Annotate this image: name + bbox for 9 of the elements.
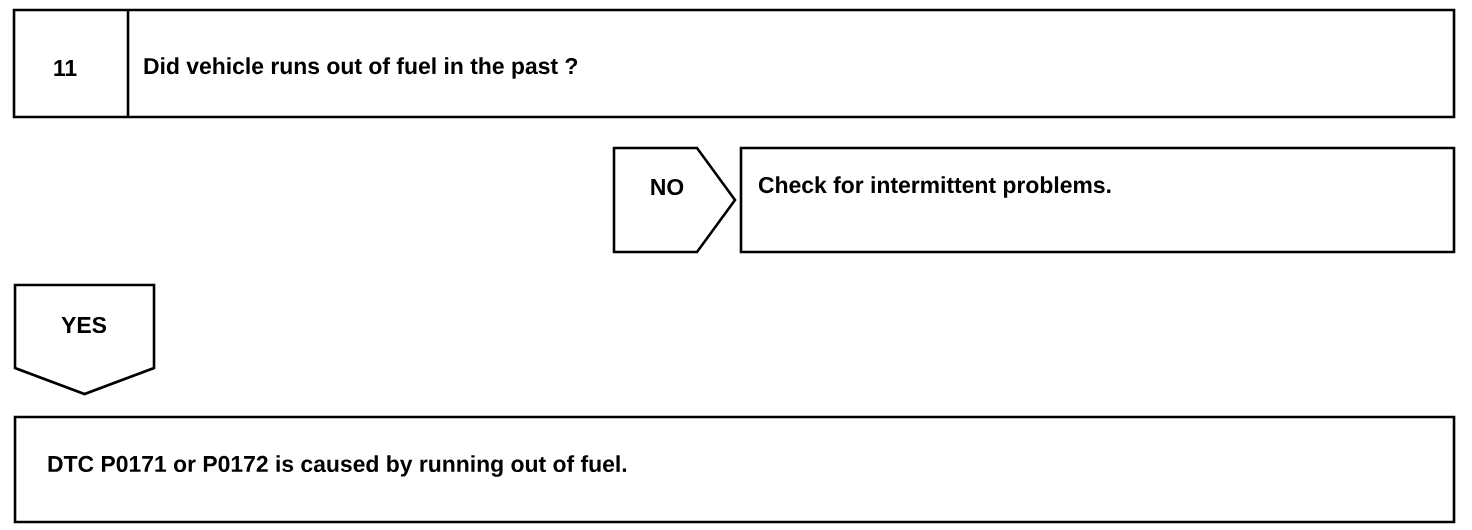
result-box bbox=[13, 415, 1456, 524]
chevron-tab: YES bbox=[13, 283, 156, 396]
text-line: Did vehicle runs out of fuel in the past ? bbox=[144, 57, 578, 79]
text-line: Check for intermittent problems. bbox=[758, 176, 1111, 198]
result-box bbox=[739, 146, 1456, 254]
step-number: 11 bbox=[54, 60, 77, 76]
text-line: DTC P0171 or P0172 is caused by running out of fuel. bbox=[48, 455, 627, 477]
chevron-tab: NO bbox=[612, 146, 737, 254]
question-box bbox=[12, 8, 1456, 119]
